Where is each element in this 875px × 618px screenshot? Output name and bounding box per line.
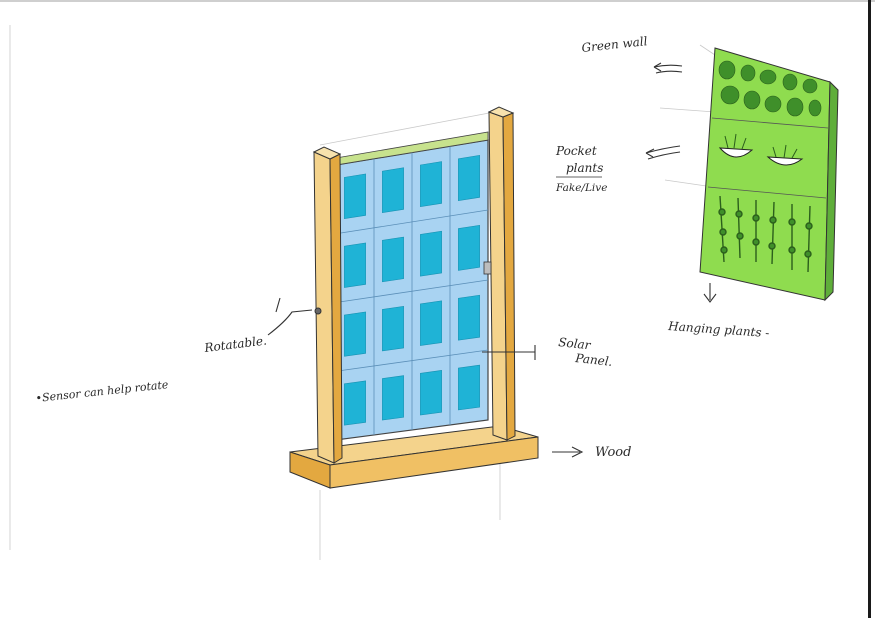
panel-cell <box>382 167 404 214</box>
hanging-plants-arrow <box>703 283 717 303</box>
right-post-top <box>487 106 515 118</box>
panel-cell <box>382 375 404 421</box>
panel-cell <box>344 311 366 357</box>
label-solar-panel-1: Solar <box>558 335 593 352</box>
left-pivot <box>314 307 322 315</box>
label-sensor-note: •Sensor can help rotate <box>35 378 169 405</box>
pocket-planters <box>718 133 804 166</box>
pocket-plants-arrow <box>645 145 681 158</box>
label-wood: Wood <box>595 445 631 460</box>
panel-cell <box>458 364 480 411</box>
label-pocket-plants-2: plants <box>566 161 603 175</box>
label-rotatable: Rotatable. <box>203 333 268 355</box>
right-pivot <box>483 261 492 275</box>
panel-cell <box>420 370 442 416</box>
sheet-top-edge <box>0 0 875 2</box>
label-hanging-plants: Hanging plants - <box>667 319 770 340</box>
solar-panel-arrow <box>482 345 536 360</box>
panel-cell <box>420 300 442 346</box>
panel-cell <box>420 161 442 208</box>
wood-arrow <box>552 446 584 458</box>
panel-cell <box>420 230 442 277</box>
solar-stand <box>289 106 539 489</box>
wood-base-side <box>329 436 539 489</box>
hanging-plants <box>718 195 813 273</box>
annotation-arrows <box>267 62 717 458</box>
panel-cell <box>344 380 366 426</box>
label-green-wall: Green wall <box>581 34 648 55</box>
panel-cell <box>344 173 366 220</box>
green-wall-arrow <box>653 62 683 72</box>
panel-cells <box>335 146 489 435</box>
panel-grid-line <box>335 209 489 235</box>
panel-cell <box>458 224 480 271</box>
panel-cell <box>344 242 366 288</box>
green-wall <box>699 47 839 302</box>
panel-cell <box>458 155 480 202</box>
green-wall-side <box>824 80 839 302</box>
left-post-top <box>312 146 342 160</box>
panel-grid-line <box>335 279 489 303</box>
leaf-cluster <box>718 60 822 117</box>
label-pocket-plants-3: Fake/Live <box>555 182 607 194</box>
panel-cell <box>382 236 404 283</box>
panel-cell <box>382 306 404 352</box>
panel-grid-line <box>335 349 489 372</box>
label-pocket-plants-1: Pocket <box>555 144 597 158</box>
label-solar-panel-2: Panel. <box>574 351 613 369</box>
sheet-right-edge <box>868 0 871 618</box>
rotatable-arrow <box>267 297 313 336</box>
panel-cell <box>458 294 480 341</box>
